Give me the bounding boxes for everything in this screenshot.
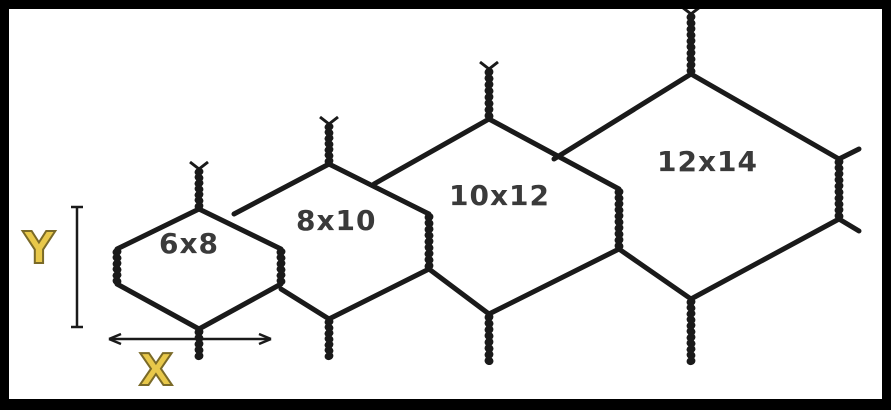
wire-h1-bl	[114, 281, 202, 332]
wire-h2-tr	[326, 161, 432, 217]
wire-h3-bl	[426, 266, 492, 317]
mesh-label-8x10: 8x10	[296, 204, 377, 237]
twist-bot-3	[484, 312, 494, 366]
wire-h4-r-ext2	[836, 216, 862, 234]
wire-h4-bl	[616, 246, 694, 302]
wire-h4-tr	[688, 71, 842, 162]
wire-h3-tl	[371, 116, 492, 187]
fork-top-4	[682, 9, 700, 16]
hexagonal-mesh-diagram	[71, 9, 862, 366]
wire-h3-br	[486, 246, 622, 317]
wire-h1-tr	[196, 206, 284, 252]
mesh-label-12x14: 12x14	[657, 145, 758, 178]
twist-top-2	[324, 122, 334, 166]
twist-mid-34	[614, 187, 624, 251]
wire-h2-bl	[278, 286, 332, 322]
twist-top-4	[686, 12, 696, 76]
x-arrow-right	[258, 332, 272, 346]
wire-h4-r-ext	[836, 146, 862, 162]
mesh-label-10x12: 10x12	[449, 179, 550, 212]
twist-top-1	[194, 167, 204, 211]
twist-bot-4	[686, 297, 696, 366]
wire-h1-br	[196, 281, 284, 332]
wire-h2-br	[326, 266, 432, 322]
wire-h2-tl	[231, 161, 332, 217]
twist-bot-2	[324, 317, 334, 361]
x-arrow-left	[108, 332, 122, 346]
twist-top-3	[484, 67, 494, 121]
twist-mid-12	[276, 247, 286, 286]
wire-h4-tl	[551, 71, 694, 162]
fork-top-2	[319, 115, 339, 126]
twist-mid-23	[424, 212, 434, 271]
wire-h4-br	[688, 216, 842, 302]
fork-top-1	[189, 160, 209, 171]
y-axis-letter: Y	[22, 223, 56, 274]
twist-bot-1	[194, 327, 204, 361]
wire-h3-tr	[486, 116, 622, 192]
wire-h1-tl	[114, 206, 202, 252]
mesh-label-6x8: 6x8	[159, 227, 220, 260]
diagram-frame: 6x8 8x10 10x12 12x14 Y X	[9, 9, 882, 399]
twist-left-1	[112, 247, 122, 286]
fork-top-3	[479, 60, 499, 71]
twist-right-4	[834, 157, 844, 221]
x-axis-letter: X	[138, 345, 174, 396]
